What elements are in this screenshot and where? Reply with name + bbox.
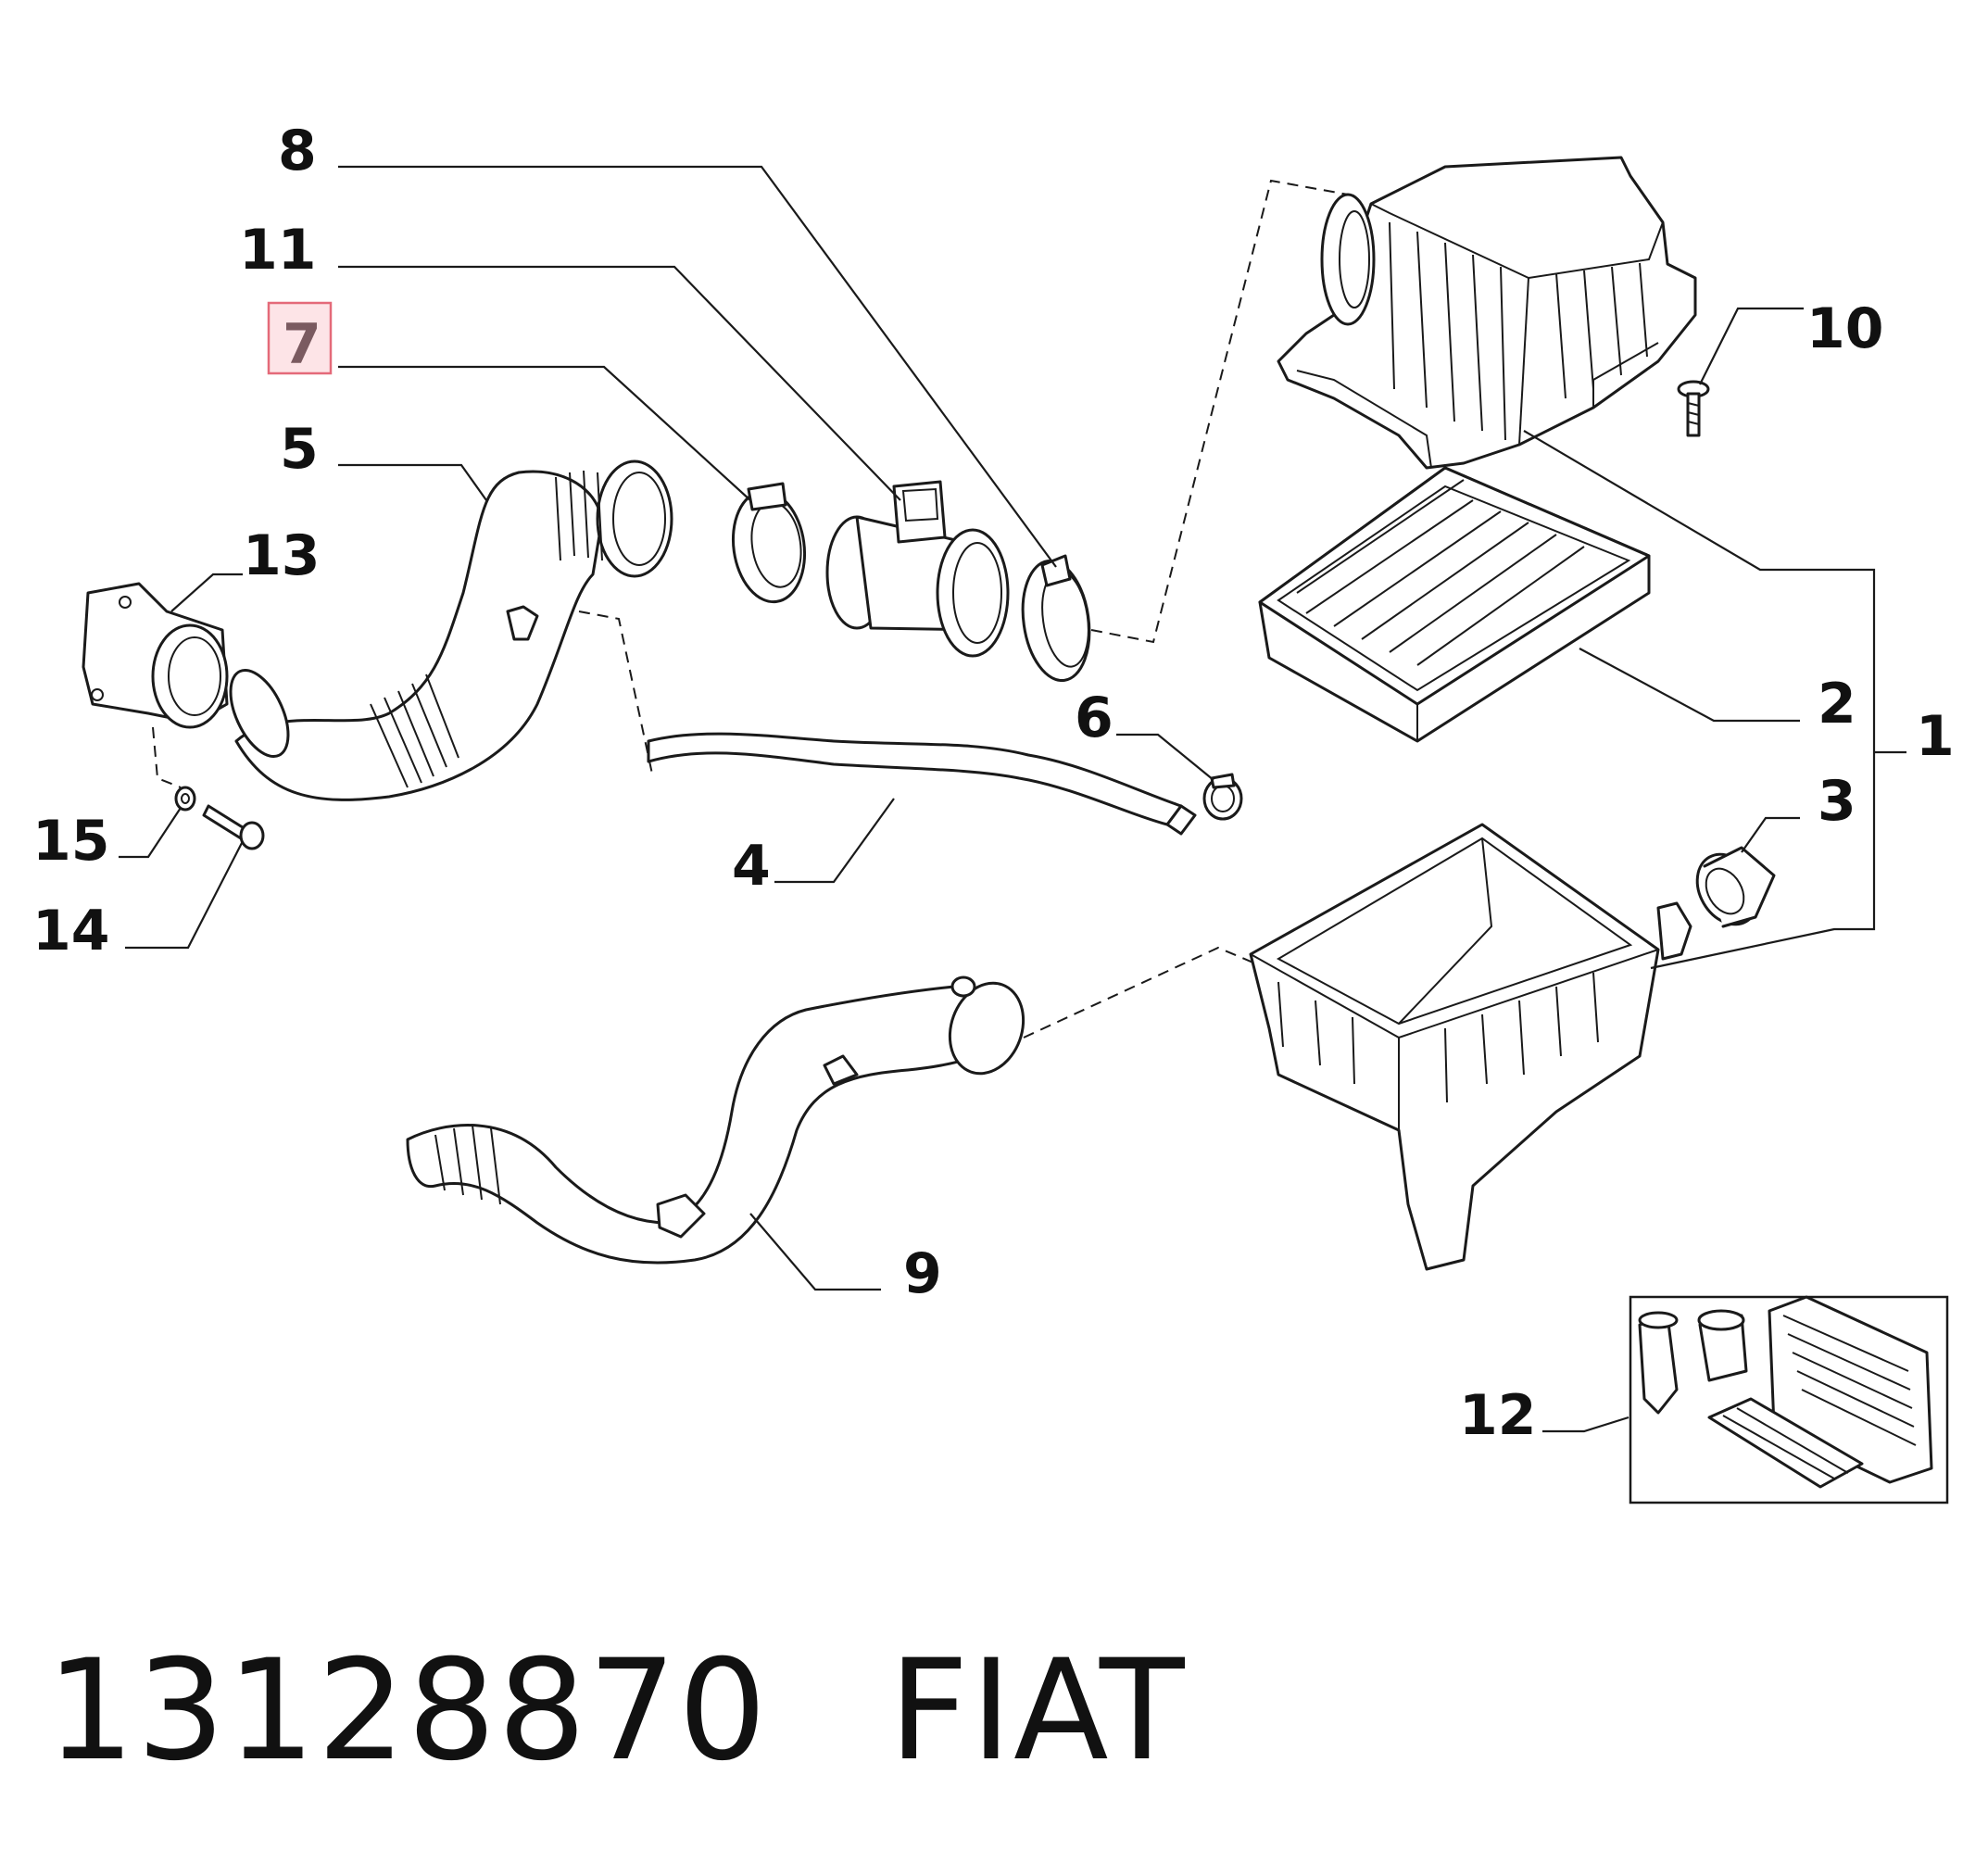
callout-10: 10 xyxy=(1806,296,1884,361)
air-filter-housing-cover xyxy=(1277,156,1697,470)
grommet-3 xyxy=(1695,846,1776,928)
washer-15 xyxy=(174,786,196,812)
assembly-line-cover xyxy=(1090,179,1349,644)
leader-13 xyxy=(170,573,243,612)
leader-7 xyxy=(338,365,751,501)
screw-10 xyxy=(1677,380,1710,437)
bolt-14 xyxy=(202,804,265,850)
breather-hose-4 xyxy=(647,732,1197,836)
leader-11 xyxy=(338,265,901,501)
leader-10 xyxy=(1699,307,1804,385)
bracket-1 xyxy=(1523,430,1906,970)
callout-7: 7 xyxy=(283,312,321,377)
callout-3: 3 xyxy=(1818,769,1856,834)
callout-8: 8 xyxy=(278,119,317,183)
callout-12: 12 xyxy=(1459,1383,1537,1448)
callout-1: 1 xyxy=(1916,704,1955,769)
intake-hose-5 xyxy=(229,459,673,801)
leader-2 xyxy=(1579,648,1800,723)
assembly-line-duct xyxy=(1023,946,1256,1038)
hose-clamp-7 xyxy=(731,482,807,604)
leader-5 xyxy=(338,463,487,501)
footer-caption: 13128870 FIAT xyxy=(46,1630,1187,1792)
callout-13: 13 xyxy=(243,523,321,588)
callout-9: 9 xyxy=(903,1241,942,1306)
leader-9 xyxy=(749,1213,881,1291)
air-mass-meter xyxy=(825,480,1010,658)
assembly-line-breather xyxy=(578,611,654,779)
service-kit-inset xyxy=(1629,1295,1949,1504)
highlight-box-7 xyxy=(267,301,333,375)
leader-6 xyxy=(1116,733,1214,781)
callout-6: 6 xyxy=(1075,686,1114,750)
leader-3 xyxy=(1741,816,1800,853)
callout-11: 11 xyxy=(239,218,317,283)
leader-15 xyxy=(119,807,182,859)
flange-13 xyxy=(82,582,229,729)
callout-5: 5 xyxy=(280,417,319,482)
part-number: 13128870 xyxy=(46,1630,769,1792)
leader-4 xyxy=(774,798,895,884)
leader-14 xyxy=(125,840,244,950)
air-filter-element xyxy=(1258,466,1651,743)
air-filter-box-base xyxy=(1249,823,1692,1271)
hose-clamp-8 xyxy=(1021,554,1091,683)
brand-name: FIAT xyxy=(888,1630,1187,1792)
callout-4: 4 xyxy=(732,834,771,899)
leader-8 xyxy=(338,165,1057,568)
parts-diagram: 8 11 7 5 13 15 14 4 6 10 2 1 3 9 12 xyxy=(32,119,1955,1504)
callout-15: 15 xyxy=(32,809,110,874)
leader-12 xyxy=(1542,1416,1629,1433)
intake-duct-9 xyxy=(406,976,1025,1265)
assembly-line-bolt xyxy=(152,726,182,788)
callout-14: 14 xyxy=(32,899,110,963)
hose-clamp-6 xyxy=(1202,773,1243,821)
callout-2: 2 xyxy=(1818,672,1856,736)
